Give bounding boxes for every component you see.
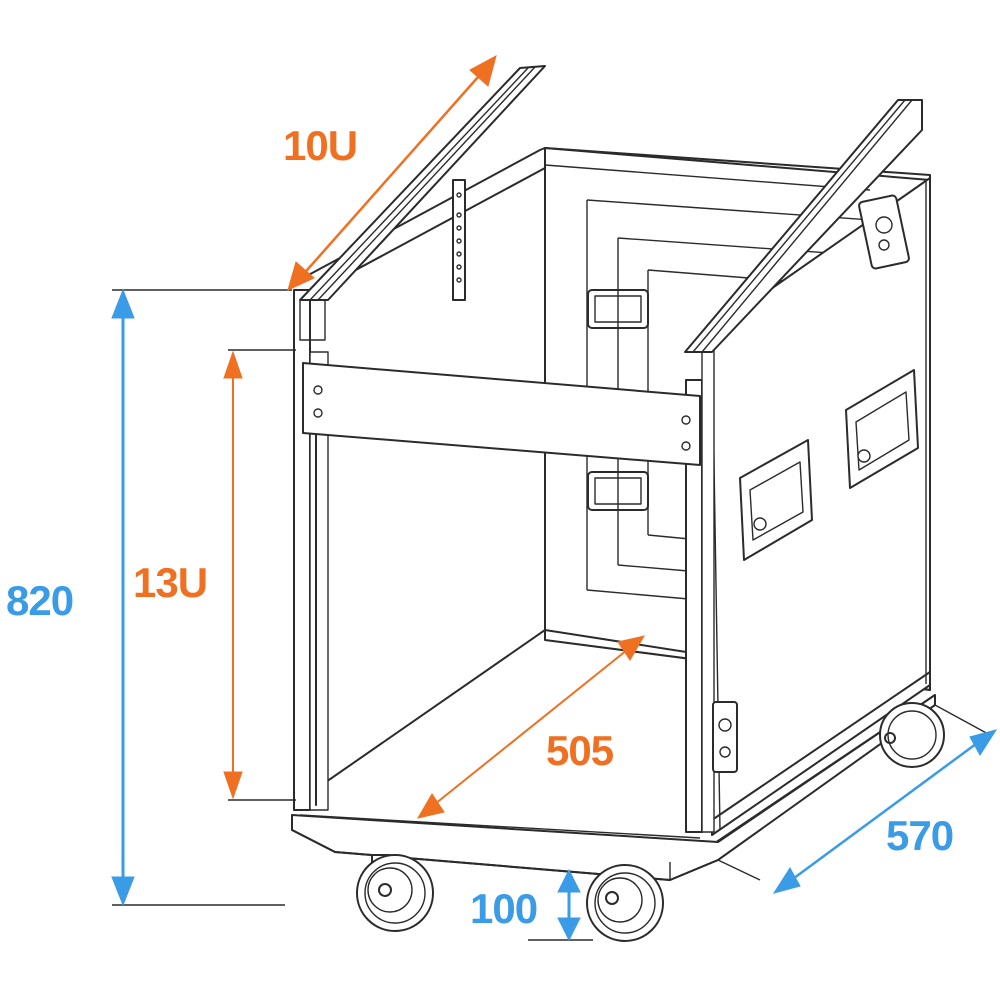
label-10u: 10U <box>283 122 358 169</box>
label-100: 100 <box>470 885 538 932</box>
latch-front <box>712 701 738 773</box>
hinge-upper <box>587 289 649 329</box>
caster-front-right <box>586 864 664 942</box>
dimension-505-arrow <box>416 635 646 819</box>
hinge-lower <box>587 471 649 511</box>
label-13u: 13U <box>133 559 208 606</box>
label-570: 570 <box>886 812 954 859</box>
rack-bar <box>302 362 701 466</box>
side-handle-right <box>845 369 919 489</box>
side-handle-left <box>739 439 813 561</box>
latch-top <box>858 194 910 270</box>
caster-front-left <box>356 854 434 932</box>
dimension-100-arrow <box>557 868 581 942</box>
caster-back-right <box>879 702 945 768</box>
extension-lines <box>112 289 991 941</box>
dimension-10u-arrow <box>287 55 497 291</box>
slanted-rail-right <box>684 99 923 353</box>
dimension-13u-arrow <box>223 350 243 800</box>
dimension-570-arrow <box>772 729 998 894</box>
label-820: 820 <box>6 577 74 624</box>
slanted-rail-left <box>299 65 546 341</box>
dimension-820-arrow <box>111 288 135 907</box>
label-505: 505 <box>546 727 614 774</box>
